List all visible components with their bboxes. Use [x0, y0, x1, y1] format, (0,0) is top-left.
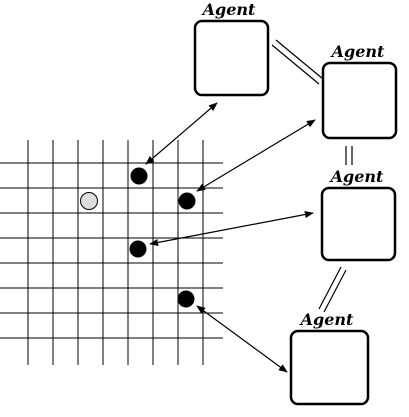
- agent-label: Agent: [330, 42, 385, 61]
- perception-action-arrows: [145, 102, 316, 373]
- black-token: [178, 192, 196, 210]
- arrow-agent2-token: [196, 119, 316, 192]
- link-agent3-agent4: [323, 269, 347, 313]
- link-agent3-agent4: [318, 266, 342, 310]
- gray-token: [80, 192, 98, 210]
- agent-box: [320, 186, 397, 262]
- arrow-agent3-token: [149, 210, 314, 247]
- agent-label: Agent: [329, 167, 384, 186]
- agent-links: [271, 39, 353, 313]
- agent-label: Agent: [201, 0, 256, 19]
- agent-label: Agent: [299, 310, 354, 329]
- agent-box: [193, 19, 270, 97]
- agent-3: Agent: [320, 167, 397, 262]
- link-agent1-agent2: [271, 44, 320, 85]
- arrow-agent1-token: [145, 102, 218, 165]
- agent-box: [321, 61, 398, 140]
- environment-grid: [0, 140, 223, 365]
- agent-4: Agent: [289, 310, 370, 406]
- black-token: [130, 167, 148, 185]
- grid-tokens: [80, 167, 196, 308]
- link-agent1-agent2: [275, 39, 324, 80]
- agent-1: Agent: [193, 0, 270, 97]
- black-token: [129, 240, 147, 258]
- arrow-agent4-token: [196, 305, 288, 373]
- agent-box: [289, 329, 370, 406]
- black-token: [177, 290, 195, 308]
- agent-2: Agent: [321, 42, 398, 140]
